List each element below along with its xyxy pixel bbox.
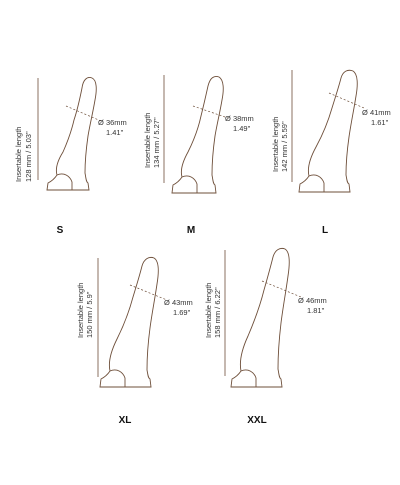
size-s-length-caption: Insertable length xyxy=(14,127,23,182)
size-l-length-caption: Insertable length xyxy=(271,117,280,172)
size-s-group: Insertable length 128 mm / 5.03" Ø 36mm … xyxy=(14,77,127,236)
size-xl-label: XL xyxy=(119,415,132,426)
size-m-length-caption: Insertable length xyxy=(143,113,152,168)
size-xxl-diameter-mm: 46mm xyxy=(306,296,327,305)
size-s-diameter-in: 1.41" xyxy=(106,128,124,137)
size-xl-group: Insertable length 150 mm / 5.9" Ø 43mm 1… xyxy=(76,256,193,426)
diameter-symbol: Ø xyxy=(362,108,368,117)
diameter-symbol: Ø xyxy=(164,298,170,307)
size-xxl-diameter-in: 1.81" xyxy=(307,306,325,315)
size-s-outline xyxy=(46,77,97,191)
size-s-diameter-mm: 36mm xyxy=(106,118,127,127)
size-m-diameter-line xyxy=(192,105,229,119)
size-m-group: Insertable length 134 mm / 5.27" Ø 38mm … xyxy=(143,75,254,236)
size-xl-length-caption: Insertable length xyxy=(76,283,85,338)
size-xl-outline xyxy=(99,256,159,388)
svg-text:Ø 43mm: Ø 43mm xyxy=(164,298,193,307)
size-s-label: S xyxy=(57,225,64,236)
svg-text:Ø 36mm: Ø 36mm xyxy=(98,118,127,127)
size-l-length-value: 142 mm / 5.59" xyxy=(280,121,289,172)
size-xl-diameter-in: 1.69" xyxy=(173,308,191,317)
size-xxl-length-value: 158 mm / 6.22" xyxy=(213,287,222,338)
size-l-diameter-in: 1.61" xyxy=(371,118,389,127)
diameter-symbol: Ø xyxy=(225,114,231,123)
size-s-diameter-line xyxy=(65,105,102,122)
svg-text:Ø 38mm: Ø 38mm xyxy=(225,114,254,123)
size-l-label: L xyxy=(322,225,328,236)
size-xxl-length-caption: Insertable length xyxy=(204,283,213,338)
size-l-diameter-mm: 41mm xyxy=(370,108,391,117)
size-m-length-value: 134 mm / 5.27" xyxy=(152,117,161,168)
size-s-length-value: 128 mm / 5.03" xyxy=(24,131,33,182)
size-l-outline xyxy=(298,69,358,193)
diameter-symbol: Ø xyxy=(298,296,304,305)
size-m-label: M xyxy=(187,225,195,236)
size-xxl-outline xyxy=(230,247,290,388)
size-l-group: Insertable length 142 mm / 5.59" Ø 41mm … xyxy=(271,69,391,236)
size-xl-diameter-line xyxy=(129,284,168,301)
svg-text:Ø 46mm: Ø 46mm xyxy=(298,296,327,305)
size-m-diameter-mm: 38mm xyxy=(233,114,254,123)
size-xxl-diameter-line xyxy=(261,280,302,298)
size-xl-length-value: 150 mm / 5.9" xyxy=(85,291,94,338)
size-xxl-label: XXL xyxy=(247,415,266,426)
size-m-diameter-in: 1.49" xyxy=(233,124,251,133)
svg-text:Ø 41mm: Ø 41mm xyxy=(362,108,391,117)
size-m-outline xyxy=(171,75,224,194)
diameter-symbol: Ø xyxy=(98,118,104,127)
size-xxl-group: Insertable length 158 mm / 6.22" Ø 46mm … xyxy=(204,247,327,426)
size-xl-diameter-mm: 43mm xyxy=(172,298,193,307)
